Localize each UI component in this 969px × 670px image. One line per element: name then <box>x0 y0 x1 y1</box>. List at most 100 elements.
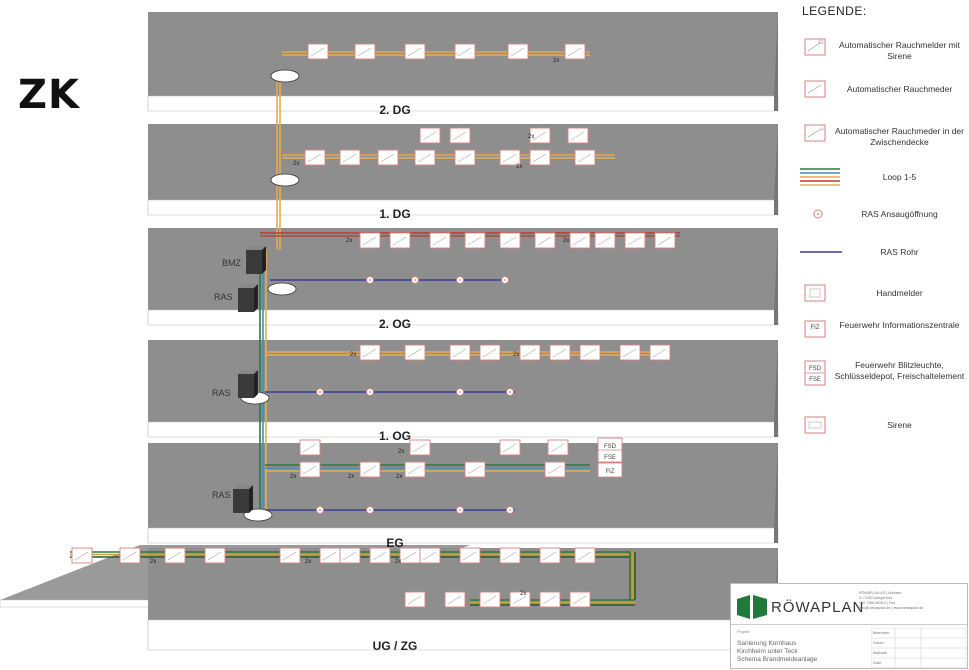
detector-mark <box>522 348 537 358</box>
smoke-detector-icon <box>389 232 411 249</box>
detector-mark <box>357 47 372 57</box>
detector-mark <box>372 551 387 561</box>
smoke-detector-siren-icon <box>804 38 826 56</box>
riser-opening <box>270 173 300 187</box>
detector-mark <box>597 236 612 246</box>
multiplier-label: 2x <box>293 161 299 167</box>
smoke-detector-icon <box>339 149 361 166</box>
detector-mark <box>577 153 592 163</box>
riser-opening <box>267 282 297 296</box>
detector-mark <box>447 595 462 605</box>
multiplier-label: 2x <box>150 559 156 565</box>
detector-mark <box>362 236 377 246</box>
smoke-detector-icon <box>464 461 486 478</box>
riser-opening <box>270 69 300 83</box>
riser-opening <box>243 508 273 522</box>
detector-mark <box>482 348 497 358</box>
ras-cabinet <box>233 489 249 513</box>
zk-title: ZK <box>18 72 80 118</box>
detector-mark <box>74 551 89 561</box>
legend-text: Sirene <box>887 420 912 430</box>
detector-mark <box>622 348 637 358</box>
smoke-detector-icon <box>509 591 531 608</box>
project-line: Schema Brandmeldeanlage <box>737 656 818 663</box>
smoke-detector-icon <box>359 344 381 361</box>
detector-mark <box>570 131 585 141</box>
smoke-detector-icon <box>377 149 399 166</box>
smoke-detector-icon <box>404 344 426 361</box>
smoke-detector-icon <box>399 547 421 564</box>
detector-mark <box>302 443 317 453</box>
ras-opening-icon <box>813 209 823 219</box>
detector-mark <box>652 348 667 358</box>
smoke-detector-icon <box>319 547 341 564</box>
detector-mark <box>412 443 427 453</box>
smoke-detector-icon <box>354 43 376 60</box>
smoke-detector-icon <box>529 149 551 166</box>
legend-text: RAS Rohr <box>880 247 919 257</box>
ras-cabinet-top <box>238 284 258 288</box>
multiplier-label: 2x <box>513 352 519 358</box>
fsd-label: FSD <box>604 444 617 450</box>
siren-icon <box>804 416 826 434</box>
slab-front-edge <box>147 199 779 216</box>
smoke-detector-icon <box>419 127 441 144</box>
smoke-detector-icon <box>539 591 561 608</box>
detector-mark <box>482 595 497 605</box>
legend-text: Automatischer Rauchmeder <box>846 84 953 94</box>
detector-mark <box>572 236 587 246</box>
smoke-detector-icon <box>594 232 616 249</box>
detector-mark <box>502 236 517 246</box>
smoke-detector-icon <box>449 344 471 361</box>
ras-opening-dot <box>369 509 371 511</box>
floor-slab-1og <box>147 340 779 438</box>
smoke-detector-icon <box>404 43 426 60</box>
detector-mark <box>362 465 377 475</box>
fsd-fse-box-icon <box>804 360 826 386</box>
detector-mark <box>577 551 592 561</box>
legend-title: LEGENDE: <box>802 4 867 18</box>
legend-text: Automatischer Rauchmelder mit Sirene <box>839 40 960 61</box>
smoke-detector-icon <box>449 127 471 144</box>
company-address-line: D-73453 Abtsgmünd <box>859 596 892 600</box>
detector-mark <box>322 551 337 561</box>
ras-cabinet-top <box>238 370 258 374</box>
company-address-line: RÖWAPLAN AG | Adresse <box>859 591 902 595</box>
detector-mark <box>342 153 357 163</box>
smoke-detector-icon <box>567 127 589 144</box>
smoke-detector-icon <box>359 232 381 249</box>
detector-mark <box>532 153 547 163</box>
smoke-detector-icon <box>409 439 431 456</box>
smoke-detector-icon <box>299 439 321 456</box>
ras-cabinet <box>238 374 254 398</box>
detector-mark <box>502 443 517 453</box>
floor-label-1dg: 1. DG <box>379 207 411 221</box>
detector-mark <box>310 47 325 57</box>
smoke-detector-icon <box>444 591 466 608</box>
detector-mark <box>457 153 472 163</box>
multiplier-label: 2x <box>305 559 311 565</box>
ras-cabinet-side <box>249 485 253 513</box>
multiplier-label: 2x <box>563 238 569 244</box>
smoke-detector-icon <box>414 149 436 166</box>
ug-slab-front-edge <box>147 619 779 651</box>
detector-mark <box>547 465 562 475</box>
project-line: Sanierung Kornhaus <box>737 640 797 647</box>
slab-front-edge <box>147 421 779 438</box>
legend-text: Automatischer Rauchmeder in der Zwischen… <box>835 126 964 147</box>
company-address-line: info@roewaplan.de | www.roewaplan.de <box>859 606 924 610</box>
smoke-detector-icon <box>579 344 601 361</box>
company-address-line: +49 7366 9626-0 | Fax <box>859 601 896 605</box>
smoke-detector-icon <box>479 591 501 608</box>
detector-mark <box>462 551 477 561</box>
title-block-divider <box>731 624 967 625</box>
smoke-detector-icon <box>564 43 586 60</box>
fiz-box <box>597 462 623 478</box>
multiplier-label: 2x <box>528 134 534 140</box>
smoke-detector-icon <box>507 43 529 60</box>
project-label: Projekt <box>737 629 750 634</box>
smoke-detector-icon <box>499 439 521 456</box>
slab-front-edge <box>147 95 779 112</box>
